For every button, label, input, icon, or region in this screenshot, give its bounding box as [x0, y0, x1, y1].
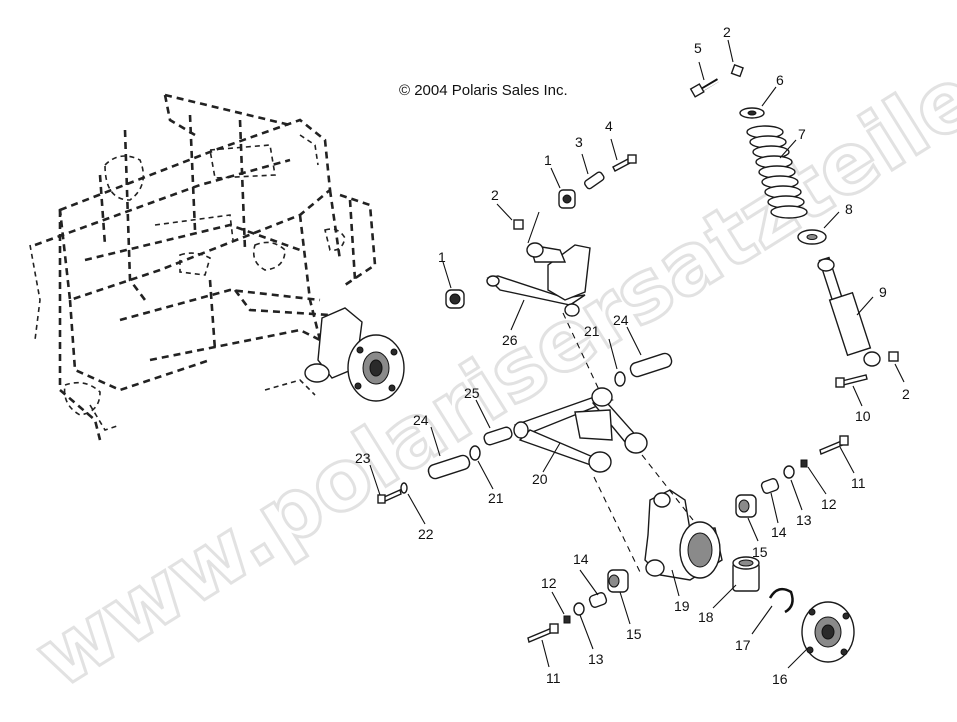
- callout-11: 11: [546, 670, 561, 686]
- leader-lines: [369, 39, 905, 669]
- callout-2: 2: [723, 24, 731, 40]
- callout-8: 8: [845, 201, 853, 217]
- callout-2: 2: [491, 187, 499, 203]
- callout-22: 22: [418, 526, 434, 542]
- part-2-nut-mid: [513, 219, 524, 230]
- part-25-sleeve: [483, 426, 513, 446]
- part-11-bolt-left: [527, 623, 559, 643]
- part-26-upper-arm: [486, 242, 591, 317]
- callout-10: 10: [855, 408, 871, 424]
- callout-13: 13: [588, 651, 604, 667]
- callout-14: 14: [573, 551, 589, 567]
- part-7-spring: [746, 125, 808, 219]
- part-15-bushing-right: [735, 494, 757, 518]
- callout-18: 18: [698, 609, 714, 625]
- part-21-washer: [614, 371, 626, 387]
- part-19-knuckle: [644, 489, 723, 581]
- part-8-spring-retainer: [797, 229, 827, 245]
- part-16-hub: [801, 601, 855, 663]
- callout-25: 25: [464, 385, 480, 401]
- callout-21: 21: [488, 490, 504, 506]
- frame-rear-hub: [304, 307, 405, 402]
- callout-1: 1: [544, 152, 552, 168]
- part-2-nut-right: [888, 351, 899, 362]
- part-15-bushing-left: [607, 569, 629, 593]
- callout-2: 2: [902, 386, 910, 402]
- part-24-pin: [629, 352, 673, 378]
- callout-17: 17: [735, 637, 751, 653]
- callout-21: 21: [584, 323, 600, 339]
- callout-14: 14: [771, 524, 787, 540]
- callout-1: 1: [438, 249, 446, 265]
- callout-4: 4: [605, 118, 613, 134]
- part-4-bolt: [612, 154, 637, 172]
- part-9-shock: [817, 256, 881, 367]
- part-2-nut: [730, 63, 744, 78]
- callout-24: 24: [613, 312, 629, 328]
- callout-7: 7: [798, 126, 806, 142]
- part-12-lockwasher-right: [800, 459, 808, 468]
- part-12-lockwasher-left: [563, 615, 571, 624]
- callout-20: 20: [532, 471, 548, 487]
- part-13-washer-left: [573, 602, 585, 616]
- callout-5: 5: [694, 40, 702, 56]
- callout-15: 15: [626, 626, 642, 642]
- part-11-bolt-right: [819, 435, 849, 455]
- callout-12: 12: [821, 496, 837, 512]
- callout-13: 13: [796, 512, 812, 528]
- callout-23: 23: [355, 450, 371, 466]
- part-18-bearing: [732, 556, 760, 592]
- part-6-retainer-hole: [747, 110, 757, 116]
- vehicle-frame-outline: [29, 93, 377, 441]
- part-21-washer-lower: [469, 445, 481, 461]
- callout-11: 11: [851, 475, 866, 491]
- copyright-text: © 2004 Polaris Sales Inc.: [399, 82, 568, 99]
- part-17-snap-ring: [768, 587, 794, 614]
- callout-15: 15: [752, 544, 768, 560]
- callouts: 5 2 6 7 8 9 2 10 4 3 1 2 1 26 21 24 25 2…: [355, 24, 910, 687]
- callout-3: 3: [575, 134, 583, 150]
- part-1-bushing: [558, 189, 576, 209]
- callout-16: 16: [772, 671, 788, 687]
- callout-26: 26: [502, 332, 518, 348]
- callout-19: 19: [674, 598, 690, 614]
- part-5-bolt: [689, 78, 721, 98]
- part-22-washer: [400, 482, 408, 494]
- watermark: www.polarisersatzteile.de: [19, 0, 957, 707]
- part-1-bushing-left: [445, 289, 465, 309]
- part-3-sleeve: [583, 171, 605, 190]
- callout-6: 6: [776, 72, 784, 88]
- part-10-bolt: [835, 374, 868, 388]
- part-13-washer-right: [783, 465, 795, 479]
- part-14-sleeve-right: [760, 478, 780, 494]
- part-20-lower-arm: [513, 387, 648, 473]
- part-23-bolt: [377, 489, 402, 504]
- part-14-sleeve-left: [588, 592, 608, 608]
- callout-12: 12: [541, 575, 557, 591]
- part-24-pin-lower: [427, 454, 471, 480]
- callout-24: 24: [413, 412, 429, 428]
- callout-9: 9: [879, 284, 887, 300]
